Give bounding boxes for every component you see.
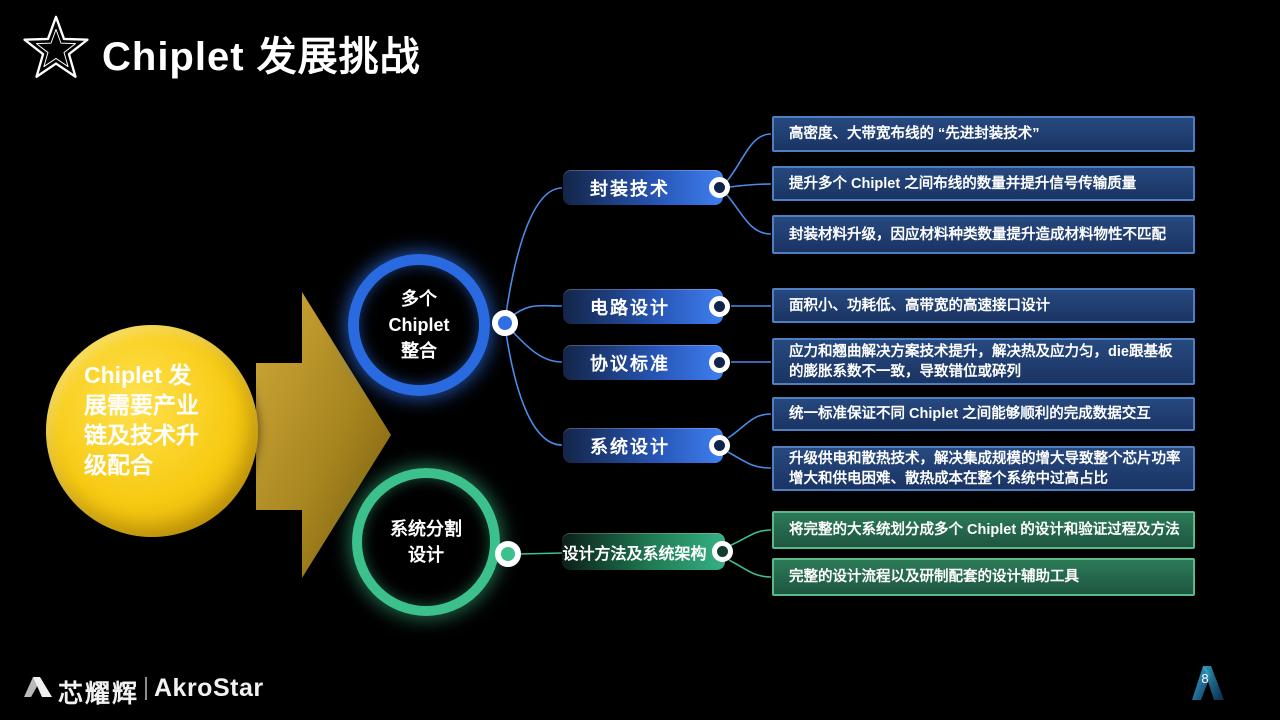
connector-line xyxy=(728,559,772,578)
node-line: 整合 xyxy=(401,341,437,361)
category-methodology: 设计方法及系统架构 xyxy=(562,533,733,570)
akrostar-logo-mark xyxy=(24,677,52,697)
connector-ring-icon xyxy=(712,541,733,562)
category-label: 设计方法及系统架构 xyxy=(562,545,707,563)
connector-line xyxy=(727,413,772,439)
connector-dot-blue xyxy=(492,310,518,336)
company-name-en: AkroStar xyxy=(154,674,264,702)
root-bubble-line: 展需要产业 xyxy=(84,392,199,418)
detail-box: 提升多个 Chiplet 之间布线的数量并提升信号传输质量 xyxy=(772,166,1195,201)
connector-line xyxy=(519,552,563,555)
node-chiplet-integration: 多个 Chiplet 整合 xyxy=(348,254,490,396)
flow-arrow xyxy=(256,292,391,578)
connector-ring-icon xyxy=(709,352,730,373)
node-system-partition: 系统分割 设计 xyxy=(352,468,500,616)
category-label: 封装技术 xyxy=(590,178,670,199)
connector-ring-icon xyxy=(709,177,730,198)
connector-line xyxy=(726,194,772,235)
connector-line xyxy=(729,183,772,188)
connector-line xyxy=(728,529,772,547)
detail-text: 提升多个 Chiplet 之间布线的数量并提升信号传输质量 xyxy=(789,175,1137,192)
page-title: Chiplet 发展挑战 xyxy=(102,35,421,79)
detail-text: 应力和翘曲解决方案技术提升，解决热及应力匀，die跟基板的膨胀系数不一致，导致错… xyxy=(789,343,1173,380)
detail-box: 统一标准保证不同 Chiplet 之间能够顺利的完成数据交互 xyxy=(772,397,1195,431)
root-bubble xyxy=(46,325,258,537)
star-icon xyxy=(23,15,89,78)
category-system: 系统设计 xyxy=(563,428,730,463)
detail-box: 将完整的大系统划分成多个 Chiplet 的设计和验证过程及方法 xyxy=(772,511,1195,549)
root-bubble-line: 链及技术升 xyxy=(84,422,199,448)
category-label: 电路设计 xyxy=(590,297,670,318)
category-packaging: 封装技术 xyxy=(563,170,730,205)
detail-text: 完整的设计流程以及研制配套的设计辅助工具 xyxy=(789,569,1079,585)
node-line: 设计 xyxy=(408,545,444,565)
connector-line xyxy=(509,328,563,363)
detail-text: 面积小、功耗低、高带宽的高速接口设计 xyxy=(789,297,1050,314)
detail-text: 封装材料升级，因应材料种类数量提升造成材料物性不匹配 xyxy=(789,226,1166,243)
detail-box: 封装材料升级，因应材料种类数量提升造成材料物性不匹配 xyxy=(772,215,1195,254)
detail-box: 高密度、大带宽布线的 “先进封装技术” xyxy=(772,116,1195,152)
connector-dot-green xyxy=(495,541,521,567)
category-label: 协议标准 xyxy=(590,353,670,374)
node-line: 系统分割 xyxy=(390,519,462,539)
root-bubble-text: Chiplet 发 展需要产业 链及技术升 级配合 xyxy=(84,360,199,480)
company-name-cn: 芯耀辉 xyxy=(58,680,140,708)
footer-divider xyxy=(145,677,147,700)
root-bubble-line: Chiplet 发 xyxy=(84,362,192,388)
detail-box: 应力和翘曲解决方案技术提升，解决热及应力匀，die跟基板的膨胀系数不一致，导致错… xyxy=(772,338,1195,385)
node-line: Chiplet xyxy=(388,315,450,335)
category-label: 系统设计 xyxy=(590,436,670,457)
akrostar-page-badge xyxy=(1192,666,1224,700)
connector-line xyxy=(727,451,772,469)
detail-box: 升级供电和散热技术，解决集成规模的增大导致整个芯片功率增大和供电困难、散热成本在… xyxy=(772,446,1195,491)
detail-text: 高密度、大带宽布线的 “先进封装技术” xyxy=(789,126,1040,142)
category-circuit: 电路设计 xyxy=(563,289,730,324)
connector-line xyxy=(505,332,563,446)
connector-line xyxy=(726,133,772,182)
detail-text: 升级供电和散热技术，解决集成规模的增大导致整个芯片功率增大和供电困难、散热成本在… xyxy=(789,450,1181,487)
detail-box: 完整的设计流程以及研制配套的设计辅助工具 xyxy=(772,558,1195,596)
detail-text: 将完整的大系统划分成多个 Chiplet 的设计和验证过程及方法 xyxy=(789,522,1180,538)
root-bubble-line: 级配合 xyxy=(84,452,153,478)
connector-ring-icon xyxy=(709,435,730,456)
category-protocol: 协议标准 xyxy=(563,345,730,380)
node-line: 多个 xyxy=(401,289,437,309)
connector-line xyxy=(505,187,563,315)
detail-box: 面积小、功耗低、高带宽的高速接口设计 xyxy=(772,288,1195,323)
detail-text: 统一标准保证不同 Chiplet 之间能够顺利的完成数据交互 xyxy=(789,406,1151,422)
page-number: 8 xyxy=(1201,671,1209,686)
connector-ring-icon xyxy=(709,296,730,317)
